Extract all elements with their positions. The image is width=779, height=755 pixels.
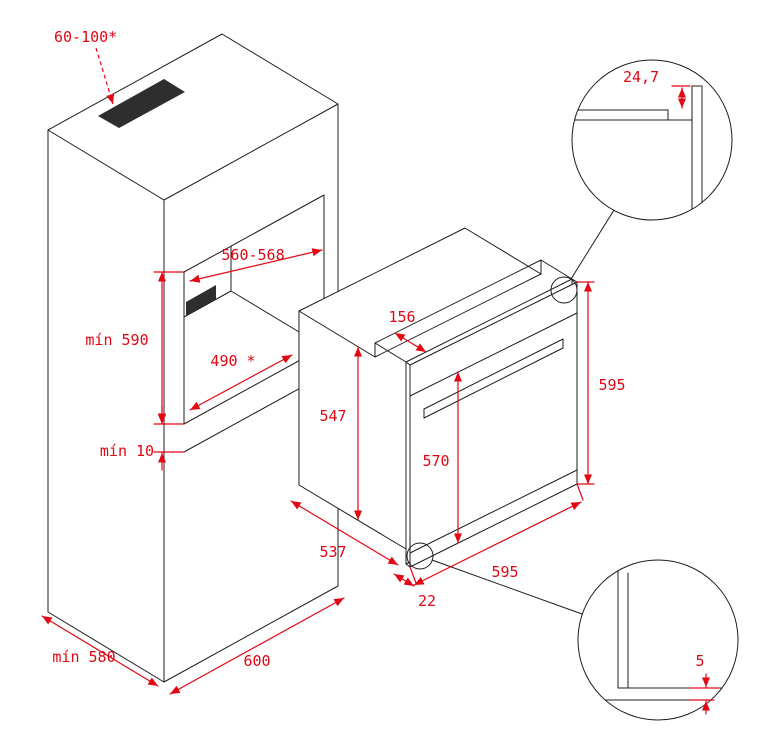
dim-label-front-inner-height: 570 [422, 452, 449, 470]
cabinet-depth-dim-line [41, 615, 159, 687]
dim-label-niche-height: mín 590 [85, 331, 148, 349]
detail-view-top: 24,7 [571, 59, 733, 221]
body-depth-dim-line [290, 500, 399, 566]
dim-label-niche-width: 560-568 [221, 246, 284, 264]
built-in-oven [298, 209, 615, 615]
dimension-annotations: 60-100* 560-568 mín 590 mín 10 490 * mín… [41, 28, 626, 695]
dim-label-top-module: 156 [388, 308, 415, 326]
oven-body-lines [298, 227, 573, 550]
cabinet-column [47, 33, 339, 683]
dim-label-socket-distance: 490 * [210, 352, 255, 370]
top-module-dim-line [394, 332, 427, 353]
dim-label-body-depth: 537 [319, 543, 346, 561]
dim-label-body-height: 547 [319, 407, 346, 425]
mains-socket [186, 285, 216, 316]
socket-distance-dim-line [189, 354, 293, 411]
detail-bottom-bubble [577, 559, 739, 721]
front-width-dim-line [413, 501, 582, 586]
dim-label-door-edge: 22 [418, 592, 436, 610]
dim-label-vent-slot: 60-100* [54, 28, 117, 46]
dim-label-bottom-gap: mín 10 [100, 442, 154, 460]
detail-marker-top-circle [550, 276, 578, 304]
door-edge-dim-line [393, 573, 415, 587]
detail-bottom-section-lines [604, 570, 723, 701]
dim-label-cabinet-depth: mín 580 [52, 648, 115, 666]
dim-label-bottom-gap-detail: 5 [695, 652, 704, 670]
dim-label-cabinet-width: 600 [243, 652, 270, 670]
detail-leader-top [570, 209, 615, 280]
cabinet-outline [47, 33, 339, 683]
dim-label-front-height: 595 [598, 376, 625, 394]
dim-label-top-protrusion: 24,7 [623, 68, 659, 86]
vent-slot-cutout [98, 79, 185, 128]
control-panel-groove [409, 312, 578, 397]
cabinet-width-dim-line [169, 597, 345, 695]
detail-bottom-extensions [689, 687, 719, 701]
detail-view-bottom: 5 [577, 559, 739, 721]
front-height-extensions [576, 281, 595, 485]
vent-leader-line [95, 47, 115, 105]
detail-top-section-lines [574, 85, 703, 210]
dim-label-front-width: 595 [491, 563, 518, 581]
niche-width-dim-line [189, 248, 323, 283]
